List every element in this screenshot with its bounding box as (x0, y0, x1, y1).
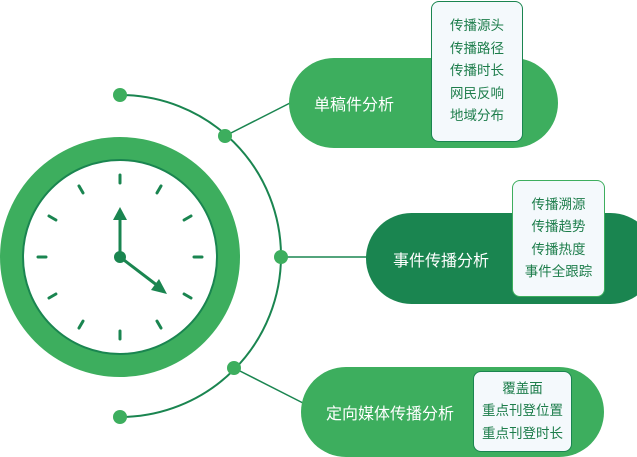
branch-label: 单稿件分析 (314, 95, 395, 114)
clock-tick (155, 319, 163, 330)
node-dot (274, 250, 288, 264)
branch-item: 地域分布 (450, 108, 504, 125)
connector-line-1 (224, 101, 293, 137)
branch-item: 重点刊登时长 (482, 425, 563, 442)
clock-tick (47, 292, 58, 300)
clock-tick (182, 214, 193, 222)
node-dot (113, 88, 127, 102)
branch-item: 传播溯源 (531, 196, 586, 213)
branch-item: 传播源头 (450, 18, 504, 35)
clock-tick (77, 184, 85, 195)
hour-hand-arrow (151, 279, 167, 294)
branch-item: 传播趋势 (531, 219, 586, 235)
clock-tick (77, 319, 85, 330)
clock-tick (182, 292, 193, 300)
clock-tick (155, 184, 163, 195)
branch-item: 传播路径 (450, 40, 504, 57)
clock-ticks (36, 173, 204, 341)
branch-item: 重点刊登位置 (482, 403, 563, 420)
connector-line-3 (233, 367, 304, 404)
branch-item: 网民反响 (450, 85, 504, 102)
branch-items-box: 覆盖面 重点刊登位置 重点刊登时长 (473, 371, 572, 452)
branch-item: 传播热度 (531, 241, 586, 258)
node-dot (113, 410, 127, 424)
branch-item: 事件全跟踪 (524, 264, 593, 280)
hour-hand (119, 255, 159, 288)
clock-center (114, 251, 126, 263)
node-dot (227, 361, 241, 375)
branch-items-box: 传播溯源 传播趋势 传播热度 事件全跟踪 (512, 180, 605, 297)
branch-label: 事件传播分析 (393, 250, 490, 270)
branch-label: 定向媒体传播分析 (326, 404, 455, 423)
branch-items-box: 传播源头 传播路径 传播时长 网民反响 地域分布 (431, 1, 523, 142)
branch-item: 传播时长 (450, 63, 504, 80)
clock-tick (47, 214, 58, 222)
branch-item: 覆盖面 (502, 380, 543, 397)
minute-hand-arrow (113, 207, 127, 220)
node-dot (218, 129, 232, 143)
